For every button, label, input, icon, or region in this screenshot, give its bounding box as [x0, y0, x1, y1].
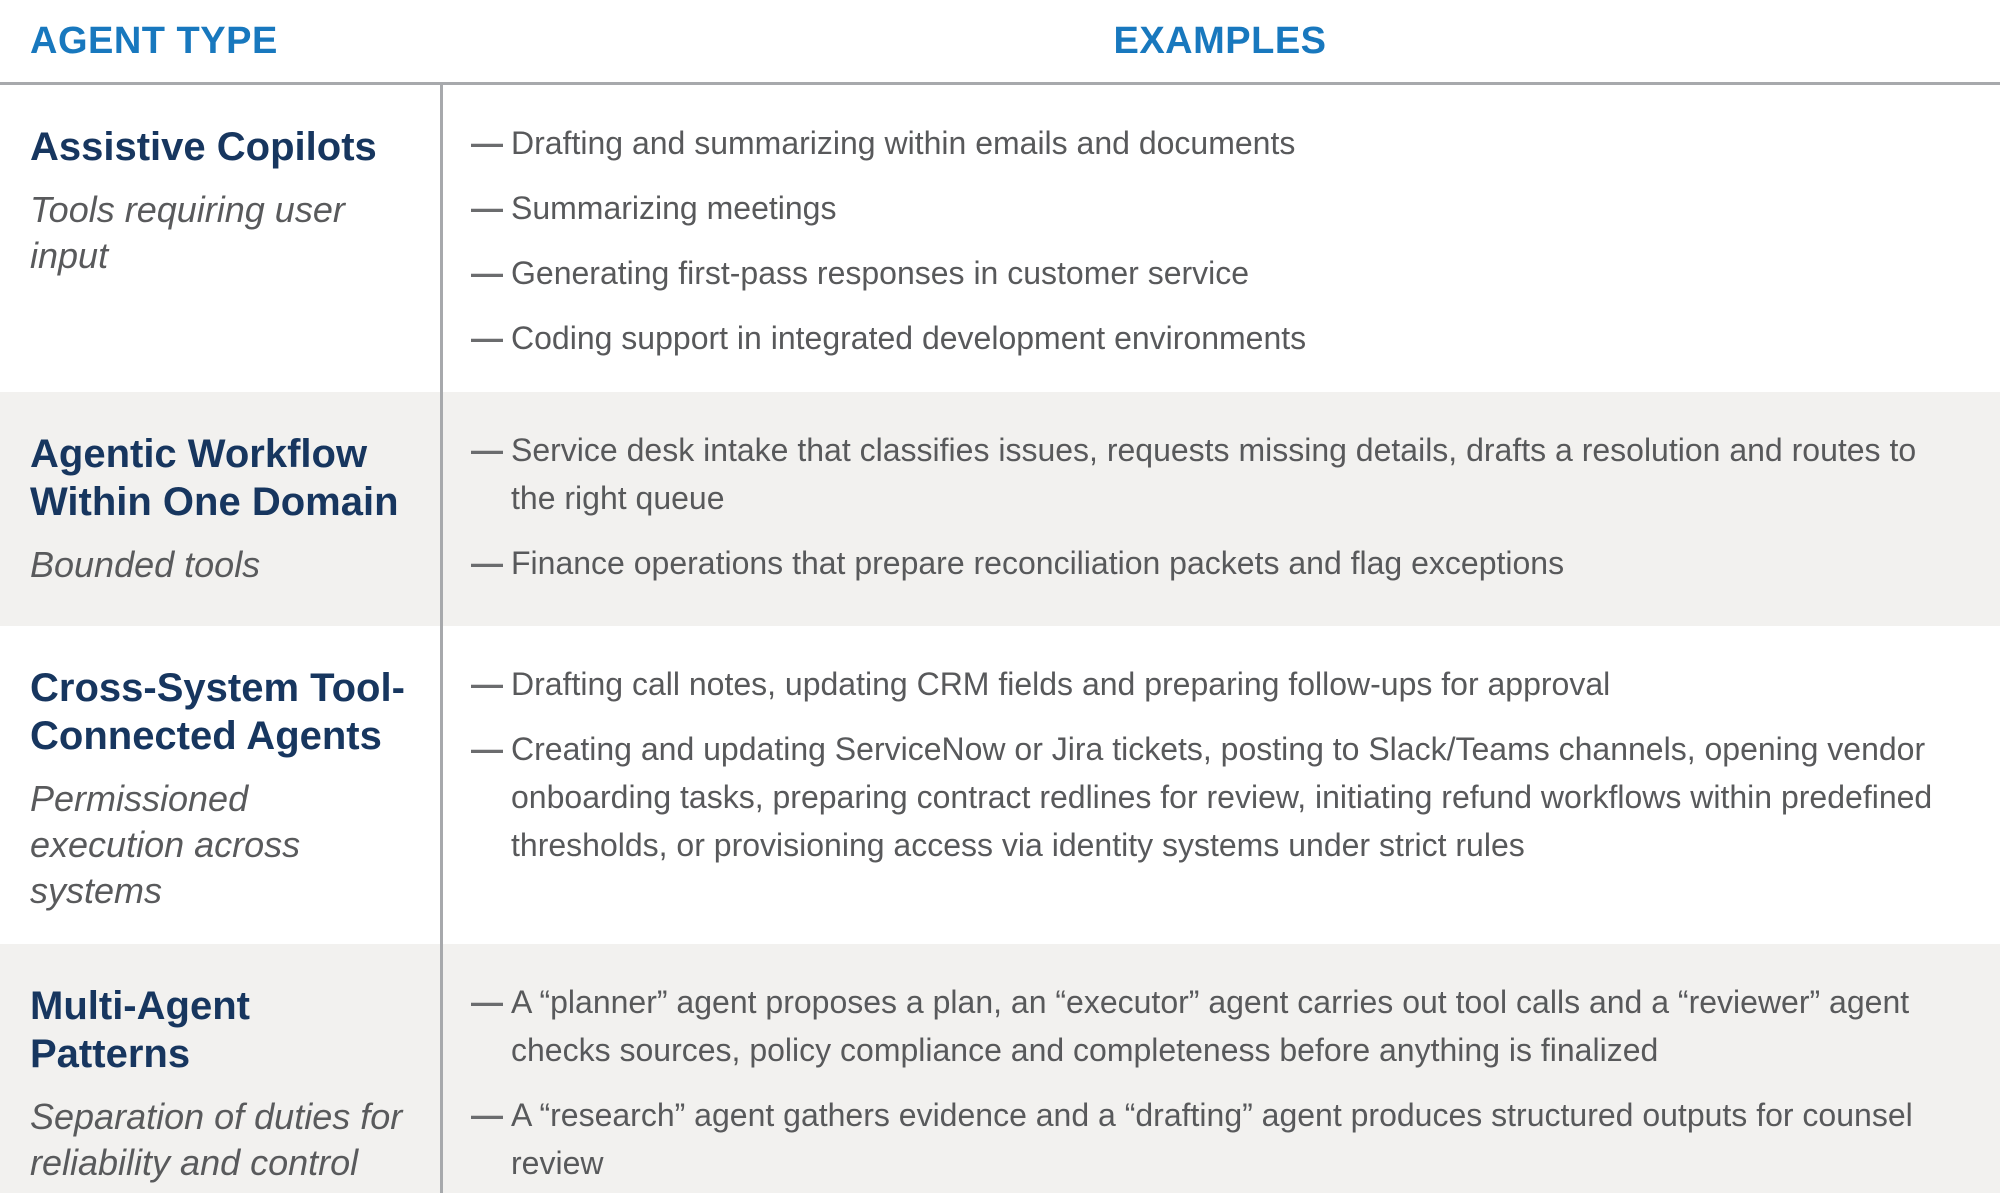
agent-type-title: Agentic Workflow Within One Domain [30, 432, 399, 524]
agent-type-subtitle: Separation of duties for reliability and… [30, 1096, 403, 1184]
dash-bullet-icon: — [471, 545, 503, 581]
example-text: Drafting and summarizing within emails a… [511, 125, 1296, 161]
example-text: Creating and updating ServiceNow or Jira… [511, 731, 1933, 863]
dash-bullet-icon: — [471, 984, 503, 1021]
table-row: Assistive Copilots Tools requiring user … [0, 85, 2000, 392]
example-item: — Drafting and summarizing within emails… [471, 119, 1955, 167]
examples-column-header: EXAMPLES [1113, 19, 1327, 62]
example-item: — Coding support in integrated developme… [471, 314, 1955, 362]
agent-type-cell: Cross-System Tool-Connected Agents Permi… [0, 626, 440, 944]
example-item: — Creating and updating ServiceNow or Ji… [471, 725, 1955, 869]
agent-type-title: Cross-System Tool-Connected Agents [30, 666, 405, 758]
example-text: Drafting call notes, updating CRM fields… [511, 666, 1611, 702]
example-text: Finance operations that prepare reconcil… [511, 545, 1565, 581]
example-item: — Drafting call notes, updating CRM fiel… [471, 660, 1955, 708]
table-row: Cross-System Tool-Connected Agents Permi… [0, 626, 2000, 945]
example-text: A “research” agent gathers evidence and … [511, 1097, 1913, 1182]
agent-type-cell: Multi-Agent Patterns Separation of dutie… [0, 944, 440, 1193]
agent-type-cell: Assistive Copilots Tools requiring user … [0, 85, 440, 392]
examples-cell: — A “planner” agent proposes a plan, an … [440, 944, 2000, 1193]
agent-type-subtitle: Bounded tools [30, 544, 261, 585]
example-text: Service desk intake that classifies issu… [511, 432, 1917, 516]
agent-type-subtitle: Tools requiring user input [30, 189, 345, 277]
dash-bullet-icon: — [471, 125, 503, 161]
example-item: — A “research” agent gathers evidence an… [471, 1091, 1955, 1187]
table-row: Agentic Workflow Within One Domain Bound… [0, 392, 2000, 626]
dash-bullet-icon: — [471, 1097, 503, 1134]
agent-type-title: Assistive Copilots [30, 125, 377, 169]
agent-type-subtitle: Permissioned execution across systems [30, 778, 301, 912]
dash-bullet-icon: — [471, 432, 503, 468]
examples-list: — Service desk intake that classifies is… [471, 426, 1955, 587]
dash-bullet-icon: — [471, 320, 503, 356]
example-text: Summarizing meetings [511, 190, 837, 226]
table-body: Assistive Copilots Tools requiring user … [0, 85, 2000, 1193]
example-item: — A “planner” agent proposes a plan, an … [471, 978, 1955, 1074]
examples-list: — Drafting and summarizing within emails… [471, 119, 1955, 362]
example-item: — Finance operations that prepare reconc… [471, 539, 1955, 587]
example-text: Coding support in integrated development… [511, 320, 1307, 356]
table-header-row: AGENT TYPE EXAMPLES [0, 0, 2000, 85]
agent-type-title: Multi-Agent Patterns [30, 984, 250, 1077]
examples-cell: — Service desk intake that classifies is… [440, 392, 2000, 626]
examples-list: — A “planner” agent proposes a plan, an … [471, 978, 1955, 1187]
dash-bullet-icon: — [471, 190, 503, 226]
dash-bullet-icon: — [471, 666, 503, 702]
examples-cell: — Drafting and summarizing within emails… [440, 85, 2000, 392]
agent-type-cell: Agentic Workflow Within One Domain Bound… [0, 392, 440, 626]
agent-type-header-cell: AGENT TYPE [0, 20, 440, 63]
dash-bullet-icon: — [471, 255, 503, 291]
example-item: — Generating first-pass responses in cus… [471, 249, 1955, 297]
table-row: Multi-Agent Patterns Separation of dutie… [0, 944, 2000, 1193]
example-item: — Service desk intake that classifies is… [471, 426, 1955, 522]
examples-cell: — Drafting call notes, updating CRM fiel… [440, 626, 2000, 945]
example-item: — Summarizing meetings [471, 184, 1955, 232]
examples-list: — Drafting call notes, updating CRM fiel… [471, 660, 1955, 869]
example-text: A “planner” agent proposes a plan, an “e… [511, 984, 1910, 1069]
example-text: Generating first-pass responses in custo… [511, 255, 1250, 291]
examples-header-cell: EXAMPLES [440, 20, 2000, 63]
agent-type-column-header: AGENT TYPE [30, 19, 278, 62]
dash-bullet-icon: — [471, 731, 503, 767]
